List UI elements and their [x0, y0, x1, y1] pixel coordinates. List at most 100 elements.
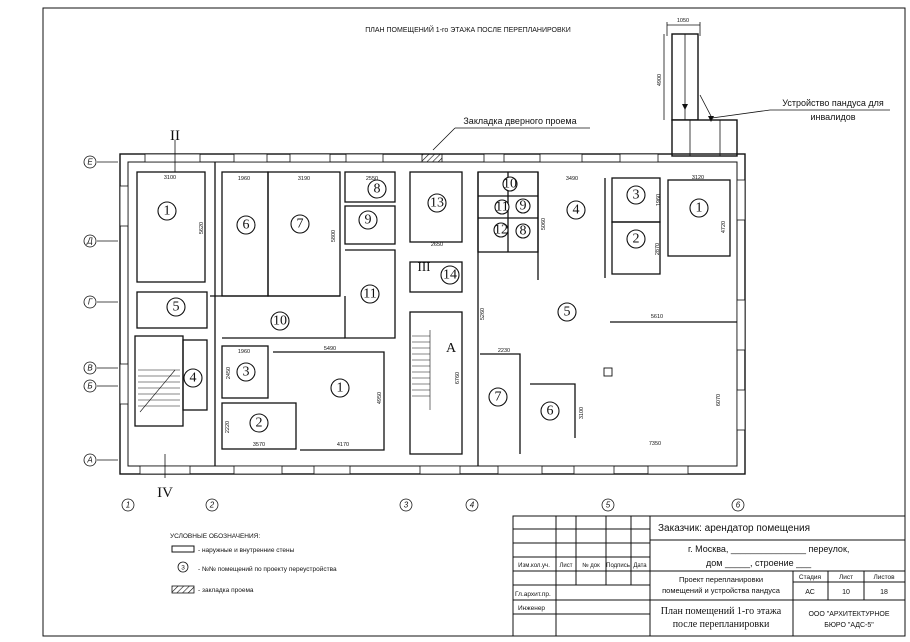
tb-role1: Гл.архит.пр.	[515, 591, 551, 598]
stair-corridor-mark: III	[418, 259, 431, 274]
svg-text:2550: 2550	[366, 176, 378, 182]
tb-project1: Проект перепланировки	[679, 575, 763, 584]
section-mark-top: II	[170, 128, 180, 144]
svg-text:10: 10	[273, 314, 287, 329]
title-block: Заказчик: арендатор помещения г. Москва,…	[512, 515, 906, 637]
svg-text:9: 9	[520, 199, 527, 214]
legend-rooms: - №№ помещений по проекту переустройства	[198, 565, 337, 573]
room-left-4: 4	[183, 368, 203, 388]
axis-col-6: 6	[736, 501, 741, 510]
tb-col-izm: Изм.кол.уч.	[518, 563, 550, 569]
svg-text:4720: 4720	[721, 221, 727, 233]
tb-h-sheet: Лист	[839, 574, 853, 581]
ramp: 1050 4900	[657, 18, 738, 157]
svg-text:13: 13	[430, 196, 444, 211]
room-left-9: 9	[358, 210, 378, 230]
svg-text:1: 1	[164, 204, 171, 219]
tb-v-stage: АС	[805, 589, 815, 596]
tb-project2: помещений и устройства пандуса	[662, 586, 781, 595]
svg-text:5800: 5800	[331, 230, 337, 242]
room-left-11: 11	[360, 284, 380, 304]
legend-walls: - наружные и внутренние стены	[198, 547, 295, 554]
svg-text:6070: 6070	[716, 394, 722, 406]
axis-row-D: Д	[86, 237, 93, 246]
svg-text:4900: 4900	[657, 74, 663, 86]
svg-text:5490: 5490	[324, 346, 336, 352]
tb-address2: дом _____, строение ___	[706, 558, 812, 568]
axis-row-A: А	[86, 456, 92, 465]
ramp-callout-line1: Устройство пандуса для	[782, 98, 884, 108]
room-mid-13: 13	[427, 193, 447, 213]
svg-text:3490: 3490	[566, 176, 578, 182]
tb-customer: Заказчик: арендатор помещения	[658, 523, 810, 534]
room-left-1b: 1	[330, 378, 350, 398]
svg-text:10: 10	[503, 177, 517, 192]
svg-text:1960: 1960	[656, 194, 662, 206]
plan-title: ПЛАН ПОМЕЩЕНИЙ 1-го ЭТАЖА ПОСЛЕ ПЕРЕПЛАН…	[365, 25, 571, 34]
room-right-3: 3	[626, 185, 646, 205]
dimension-labels: 3100 5620 1960 3190 2550 5800 2650 5490 …	[164, 175, 727, 448]
svg-text:1: 1	[696, 201, 703, 216]
room-right-9: 9	[515, 198, 531, 214]
room-right-1: 1	[689, 198, 709, 218]
svg-text:7: 7	[297, 217, 304, 232]
svg-text:7350: 7350	[649, 441, 661, 447]
svg-text:3100: 3100	[579, 407, 585, 419]
room-left-3: 3	[236, 362, 256, 382]
legend-wall-swatch	[171, 545, 195, 553]
svg-text:3570: 3570	[253, 442, 265, 448]
room-left-1: 1	[157, 201, 177, 221]
svg-text:7: 7	[495, 390, 502, 405]
legend-title: УСЛОВНЫЕ ОБОЗНАЧЕНИЯ:	[170, 533, 260, 540]
svg-text:2870: 2870	[655, 243, 661, 255]
svg-text:6: 6	[243, 218, 250, 233]
tb-v-sheets: 18	[880, 589, 888, 596]
svg-text:3190: 3190	[298, 176, 310, 182]
svg-text:12: 12	[494, 223, 508, 238]
svg-text:2230: 2230	[498, 348, 510, 354]
svg-text:5610: 5610	[651, 314, 663, 320]
svg-text:9: 9	[365, 213, 372, 228]
legend-room-marker	[177, 561, 189, 573]
room-left-10: 10	[270, 311, 290, 331]
room-numbers: 1 6 7 8 9 5 11 10 4 3 2 1 13 14 10 11 9 …	[157, 176, 709, 433]
svg-text:3: 3	[181, 565, 185, 572]
svg-text:4170: 4170	[337, 442, 349, 448]
svg-text:2450: 2450	[226, 367, 232, 379]
stair-core	[138, 171, 463, 455]
axis-col-2: 2	[209, 501, 215, 510]
tb-company1: ООО "АРХИТЕКТУРНОЕ	[808, 611, 889, 618]
ramp-callout-line2: инвалидов	[811, 112, 856, 122]
svg-text:1050: 1050	[677, 18, 689, 24]
tb-h-stage: Стадия	[799, 574, 822, 581]
tb-col-sign: Подпись	[606, 563, 630, 569]
legend: УСЛОВНЫЕ ОБОЗНАЧЕНИЯ: - наружные и внутр…	[170, 533, 337, 594]
svg-text:2220: 2220	[225, 421, 231, 433]
svg-text:4950: 4950	[377, 392, 383, 404]
room-left-8: 8	[367, 179, 387, 199]
section-mark-bottom: IV	[157, 485, 173, 501]
svg-text:1960: 1960	[238, 176, 250, 182]
room-right-11: 11	[494, 199, 510, 215]
axis-row-E: Е	[87, 158, 93, 167]
svg-text:3: 3	[243, 365, 250, 380]
svg-text:3100: 3100	[164, 175, 176, 181]
svg-text:5260: 5260	[480, 308, 486, 320]
stair-a-mark: A	[446, 341, 457, 356]
svg-text:4: 4	[190, 371, 197, 386]
axis-row-markers: Е Д Г В Б А	[83, 155, 118, 467]
axis-row-V: В	[87, 364, 93, 373]
svg-text:5: 5	[173, 300, 180, 315]
room-right-7: 7	[488, 387, 508, 407]
svg-text:5620: 5620	[199, 222, 205, 234]
room-left-6: 6	[236, 215, 256, 235]
axis-col-4: 4	[470, 501, 475, 510]
svg-text:1960: 1960	[238, 349, 250, 355]
drawing-frame	[42, 7, 906, 637]
door-fill-callout: Закладка дверного проема	[463, 116, 576, 126]
svg-text:8: 8	[374, 182, 381, 197]
room-mid-14: 14	[440, 265, 460, 285]
axis-col-1: 1	[126, 501, 130, 510]
room-right-2: 2	[626, 229, 646, 249]
